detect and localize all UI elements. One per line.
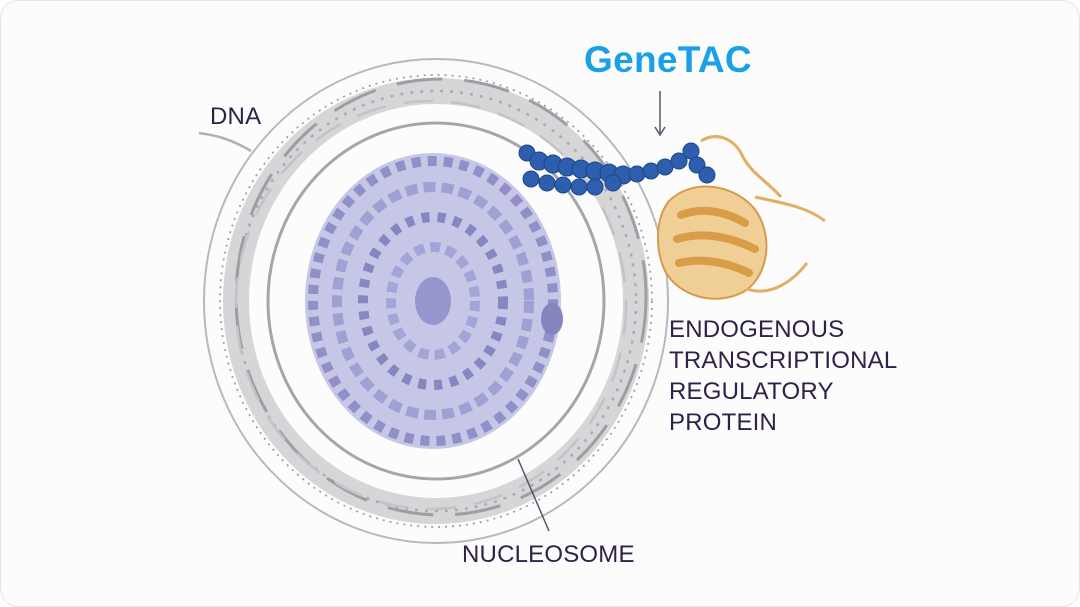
protein-label-line: PROTEIN [669, 409, 778, 436]
protein-label-line: TRANSCRIPTIONAL [669, 347, 898, 374]
protein-label-line: REGULATORY [669, 378, 834, 405]
histone-core [305, 153, 563, 449]
dna-label: DNA [210, 103, 262, 130]
dna-double-helix [198, 58, 669, 544]
pointer-lines [517, 91, 666, 532]
genetac-label: GeneTAC [584, 39, 752, 80]
regulatory-protein [656, 135, 826, 300]
protein-label-line: ENDOGENOUS [669, 316, 845, 343]
genetac-linker [518, 142, 716, 196]
protein-label: ENDOGENOUS TRANSCRIPTIONAL REGULATORY PR… [669, 314, 897, 438]
nucleosome-label: NUCLEOSOME [462, 541, 635, 568]
